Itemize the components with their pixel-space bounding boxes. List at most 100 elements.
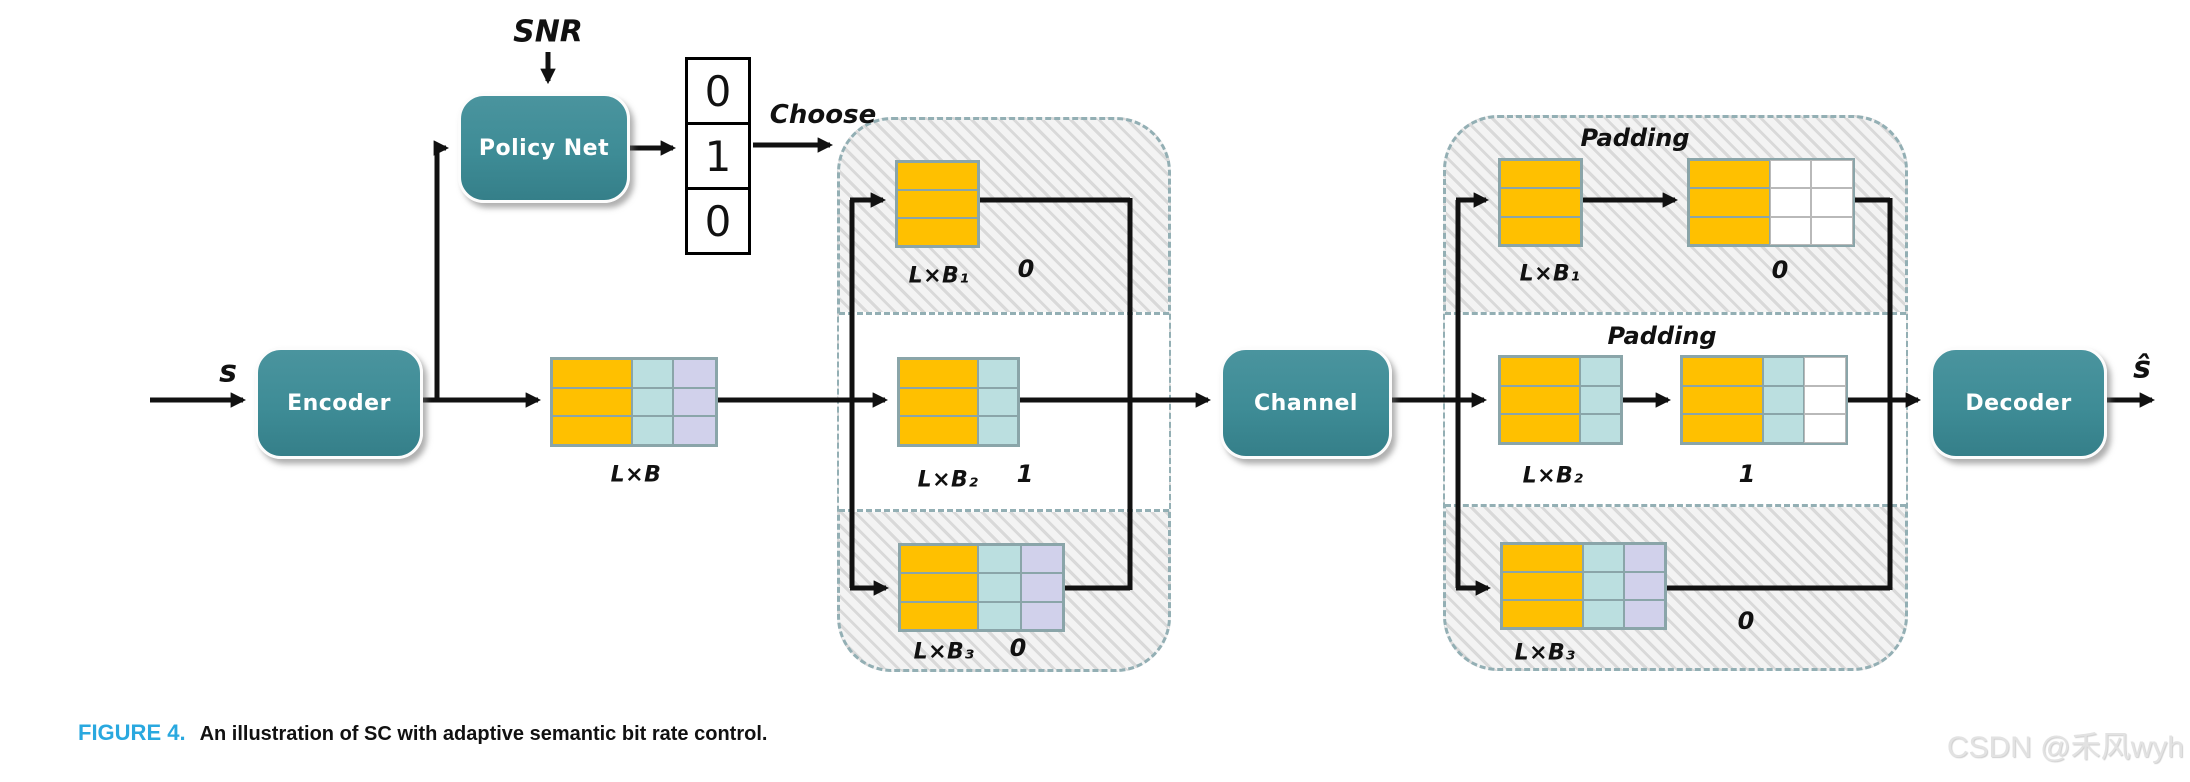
caption-number: FIGURE 4.: [78, 720, 186, 745]
block-cell: [1624, 572, 1665, 600]
block-cell: [1502, 600, 1583, 628]
block-cell: [1021, 601, 1063, 630]
block-cell: [1583, 572, 1624, 600]
block-cell: [1811, 216, 1853, 245]
received-block-2: [1498, 355, 1623, 445]
block-cell: [1689, 216, 1771, 245]
block-cell: [673, 359, 716, 388]
block-cell: [1502, 544, 1583, 572]
policy-vector-cell: 0: [704, 196, 732, 246]
padded-block-1: [1687, 158, 1855, 247]
rate-option-bit-2: 1: [1016, 460, 1034, 488]
block-cell: [1583, 600, 1624, 628]
rate-option-bit-3: 0: [1009, 634, 1027, 662]
block-cell: [897, 162, 978, 190]
encoder-label: Encoder: [287, 390, 391, 416]
block-cell: [897, 190, 978, 218]
received-block-3: [1500, 542, 1667, 630]
block-cell: [1682, 357, 1764, 386]
output-symbol: ŝ: [2133, 350, 2151, 386]
block-cell: [1624, 600, 1665, 628]
input-symbol: s: [219, 354, 237, 390]
block-cell: [632, 387, 674, 417]
block-cell: [1770, 188, 1812, 217]
block-cell: [1021, 545, 1063, 574]
padding-label-top: Padding: [1580, 124, 1690, 152]
block-cell: [673, 387, 716, 417]
block-cell: [1500, 188, 1581, 217]
policy-vector: 0 1 0: [685, 57, 751, 255]
block-cell: [1763, 385, 1805, 415]
rate-option-label-1: L×B₁: [908, 263, 970, 289]
padding-option-bit-3: 0: [1737, 607, 1755, 635]
block-cell: [1500, 357, 1581, 386]
block-cell: [1763, 357, 1805, 386]
padding-label-mid: Padding: [1607, 322, 1717, 350]
block-cell: [978, 387, 1018, 417]
block-cell: [1811, 188, 1853, 217]
block-cell: [1804, 414, 1846, 443]
block-cell: [632, 359, 674, 388]
block-cell: [1502, 572, 1583, 600]
block-cell: [1580, 357, 1621, 386]
block-cell: [1021, 573, 1063, 602]
policy-net-node: Policy Net: [458, 93, 630, 203]
padding-option-label-3: L×B₃: [1514, 640, 1576, 666]
block-cell: [900, 545, 979, 574]
block-cell: [552, 416, 633, 445]
policy-vector-cell: 1: [688, 125, 748, 190]
block-cell: [978, 573, 1022, 602]
decoder-label: Decoder: [1965, 390, 2072, 416]
block-cell: [899, 416, 979, 445]
watermark: CSDN @禾风wyh: [1946, 731, 2184, 764]
figure-caption: FIGURE 4. An illustration of SC with adap…: [78, 720, 767, 746]
padding-option-bit-1: 0: [1771, 256, 1789, 284]
padding-option-label-1: L×B₁: [1519, 261, 1581, 287]
block-cell: [1583, 544, 1624, 572]
padding-option-label-2: L×B₂: [1522, 463, 1584, 489]
padded-block-2: [1680, 355, 1848, 445]
block-cell: [1500, 216, 1581, 245]
block-cell: [900, 601, 979, 630]
block-cell: [978, 416, 1018, 445]
block-cell: [1580, 414, 1621, 443]
block-cell: [897, 218, 978, 246]
block-cell: [978, 545, 1022, 574]
rate-option-block-2: [897, 357, 1020, 447]
channel-label: Channel: [1254, 390, 1358, 416]
block-cell: [552, 387, 633, 417]
rate-option-label-2: L×B₂: [917, 467, 979, 493]
block-cell: [1804, 385, 1846, 415]
block-cell: [1689, 188, 1771, 217]
source-feature-block: [550, 357, 718, 447]
rate-option-bit-1: 0: [1017, 255, 1035, 283]
block-cell: [1770, 160, 1812, 189]
rate-option-block-3: [898, 543, 1065, 632]
block-cell: [552, 359, 633, 388]
source-block-label: L×B: [610, 462, 662, 488]
policy-net-label: Policy Net: [478, 135, 610, 161]
caption-text: An illustration of SC with adaptive sema…: [199, 723, 768, 745]
block-cell: [1689, 160, 1771, 189]
block-cell: [900, 573, 979, 602]
block-cell: [1500, 385, 1581, 415]
block-cell: [899, 359, 979, 388]
block-cell: [978, 601, 1022, 630]
block-cell: [1804, 357, 1846, 386]
encoder-node: Encoder: [255, 347, 423, 459]
block-cell: [1580, 385, 1621, 415]
block-cell: [1500, 414, 1581, 443]
block-cell: [899, 387, 979, 417]
block-cell: [1624, 544, 1665, 572]
block-cell: [673, 416, 716, 445]
block-cell: [1682, 385, 1764, 415]
block-cell: [1770, 216, 1812, 245]
received-block-1: [1498, 158, 1583, 247]
padding-option-bit-2: 1: [1738, 460, 1756, 488]
block-cell: [1763, 414, 1805, 443]
block-cell: [1682, 414, 1764, 443]
choose-label: Choose: [769, 100, 877, 130]
decoder-node: Decoder: [1930, 347, 2107, 459]
